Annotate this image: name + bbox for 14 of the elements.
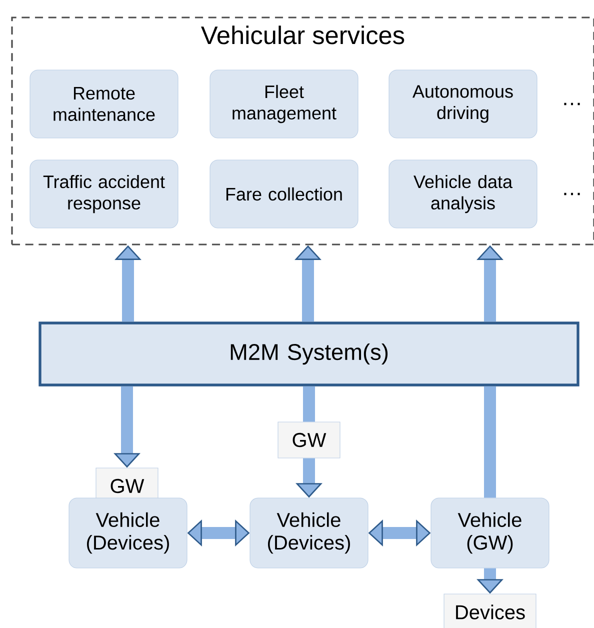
ellipsis: … bbox=[564, 102, 580, 106]
vehicle-box: Vehicle (Devices) bbox=[250, 498, 368, 568]
service-box: Vehicle data analysis bbox=[388, 160, 538, 228]
service-box: Remote maintenance bbox=[30, 70, 178, 138]
gateway-box: GW bbox=[278, 422, 340, 458]
vehicle-box: Vehicle (Devices) bbox=[68, 498, 188, 568]
service-box: Traffic accident response bbox=[30, 160, 178, 228]
service-box: Autonomous driving bbox=[388, 70, 538, 138]
gateway-box: Devices bbox=[444, 594, 536, 628]
service-box: Fare collection bbox=[210, 160, 358, 228]
system-bar: M2M System(s) bbox=[38, 322, 580, 386]
service-box: Fleet management bbox=[210, 70, 358, 138]
vehicle-box: Vehicle (GW) bbox=[430, 498, 550, 568]
ellipsis: … bbox=[564, 192, 580, 196]
